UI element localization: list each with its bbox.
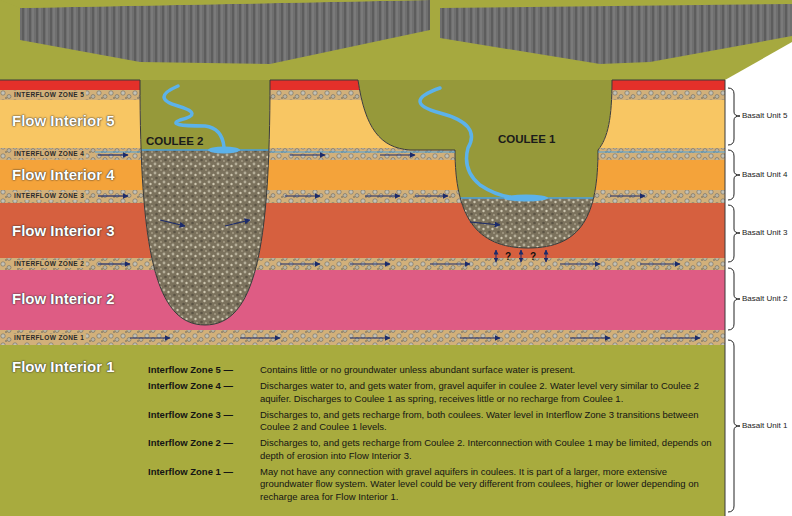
pond xyxy=(208,147,240,154)
interflow-label: INTERFLOW ZONE 4 xyxy=(12,150,86,158)
note-row: Interflow Zone 5 —Contains little or no … xyxy=(148,364,722,377)
interflow-label: INTERFLOW ZONE 2 xyxy=(12,260,86,268)
note-row: Interflow Zone 4 —Discharges water to, a… xyxy=(148,380,722,405)
note-body: May not have any connection with gravel … xyxy=(260,466,722,504)
note-heading: Interflow Zone 2 — xyxy=(148,437,260,462)
coulee-label: COULEE 2 xyxy=(146,134,204,148)
cliff-wall xyxy=(20,0,430,64)
pond xyxy=(504,195,548,202)
unit-label: Basalt Unit 5 xyxy=(742,111,787,121)
note-body: Contains little or no groundwater unless… xyxy=(260,364,722,377)
note-row: Interflow Zone 2 —Discharges to, and get… xyxy=(148,437,722,462)
layer-label: Flow Interior 2 xyxy=(12,290,115,308)
note-row: Interflow Zone 3 —Discharges to, and get… xyxy=(148,409,722,434)
layer-label: Flow Interior 4 xyxy=(12,166,115,184)
notes-panel: Interflow Zone 5 —Contains little or no … xyxy=(148,364,722,507)
water-level xyxy=(95,151,725,152)
note-row: Interflow Zone 1 —May not have any conne… xyxy=(148,466,722,504)
exchange-arrows xyxy=(496,250,546,262)
front-outline xyxy=(0,80,725,516)
question-mark: ? xyxy=(530,251,536,263)
unit-label: Basalt Unit 1 xyxy=(742,421,787,431)
interflow-label: INTERFLOW ZONE 1 xyxy=(12,334,86,342)
layer-label: Flow Interior 3 xyxy=(12,222,115,240)
interflow-label: INTERFLOW ZONE 3 xyxy=(12,192,86,200)
coulee-label: COULEE 1 xyxy=(498,132,556,146)
note-body: Discharges to, and gets recharge from Co… xyxy=(260,437,722,462)
unit-label: Basalt Unit 2 xyxy=(742,294,787,304)
interflow-label: INTERFLOW ZONE 5 xyxy=(12,91,86,99)
river xyxy=(420,88,510,197)
note-heading: Interflow Zone 5 — xyxy=(148,364,260,377)
cliff-wall xyxy=(440,4,792,64)
unit-label: Basalt Unit 3 xyxy=(742,228,787,238)
gravel-aquifer xyxy=(138,150,272,330)
flow-arrows xyxy=(98,155,700,338)
layer-label: Flow Interior 1 xyxy=(12,358,115,376)
basalt-layers xyxy=(0,80,725,516)
note-body: Discharges water to, and gets water from… xyxy=(260,380,722,405)
unit-braces xyxy=(728,88,740,512)
gravel-aquifer xyxy=(453,198,603,253)
note-heading: Interflow Zone 3 — xyxy=(148,409,260,434)
layer-label: Flow Interior 5 xyxy=(12,112,115,130)
note-heading: Interflow Zone 1 — xyxy=(148,466,260,504)
plateau-surface xyxy=(0,0,792,80)
note-body: Discharges to, and gets recharge from, b… xyxy=(260,409,722,434)
note-heading: Interflow Zone 4 — xyxy=(148,380,260,405)
unit-label: Basalt Unit 4 xyxy=(742,170,787,180)
question-mark: ? xyxy=(505,251,511,263)
